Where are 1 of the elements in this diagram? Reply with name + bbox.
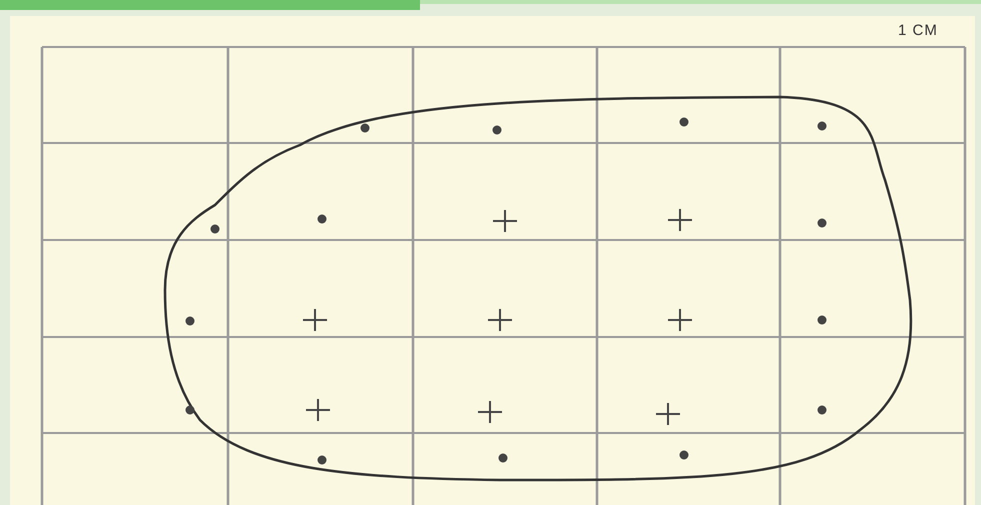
scale-label: 1 CM bbox=[898, 22, 938, 39]
